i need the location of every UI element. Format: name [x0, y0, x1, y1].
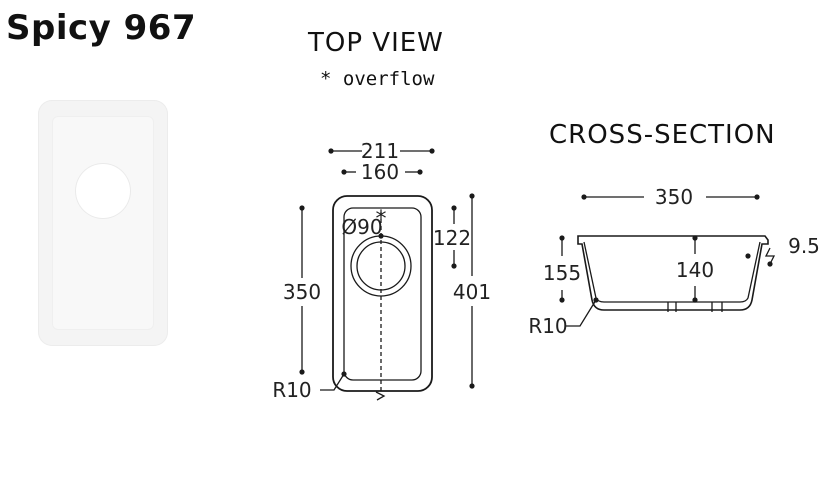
top-view-inner-basin [343, 207, 422, 381]
top-view-drawing [301, 150, 473, 401]
cross-section-radius-leader [566, 299, 597, 327]
dim-drain-offset: 122 [433, 226, 471, 250]
cross-section-bowl-outer [577, 235, 769, 311]
top-view-radius-leader [320, 373, 345, 391]
cross-section-heading: CROSS-SECTION [549, 120, 776, 150]
overflow-note: * overflow [320, 68, 435, 90]
top-view-centerline-end [375, 391, 386, 401]
cross-section-drain-detail [667, 302, 723, 312]
cross-section-bowl-inner [583, 241, 761, 303]
top-view-corner-radius: R10 [272, 378, 311, 402]
product-title: Spicy 967 [6, 8, 197, 48]
top-view-outer-outline [332, 195, 433, 392]
dim-inner-length: 350 [283, 280, 321, 304]
cross-section-corner-radius: R10 [528, 314, 567, 338]
dim-drain-diameter: Ø90 [341, 215, 382, 239]
dim-rim-symbol [764, 247, 776, 265]
top-view-heading: TOP VIEW [308, 28, 444, 58]
dim-cs-depth: 155 [543, 261, 581, 285]
dim-outer-length: 401 [453, 280, 491, 304]
top-view-drain-outer [350, 235, 412, 297]
product-photo [38, 100, 168, 346]
dim-cs-inner-depth: 140 [676, 258, 714, 282]
overflow-marker: * [376, 207, 387, 232]
cross-section-drawing [561, 196, 776, 327]
product-photo-drain [76, 164, 130, 218]
dim-cs-width: 350 [655, 185, 693, 209]
product-photo-basin [52, 116, 154, 330]
dim-inner-width: 160 [361, 160, 399, 184]
top-view-dimension-dots [299, 148, 475, 389]
dim-outer-width: 211 [361, 139, 399, 163]
dim-cs-rim: 9.5 [788, 234, 820, 258]
cross-section-dimension-dots [559, 194, 773, 303]
